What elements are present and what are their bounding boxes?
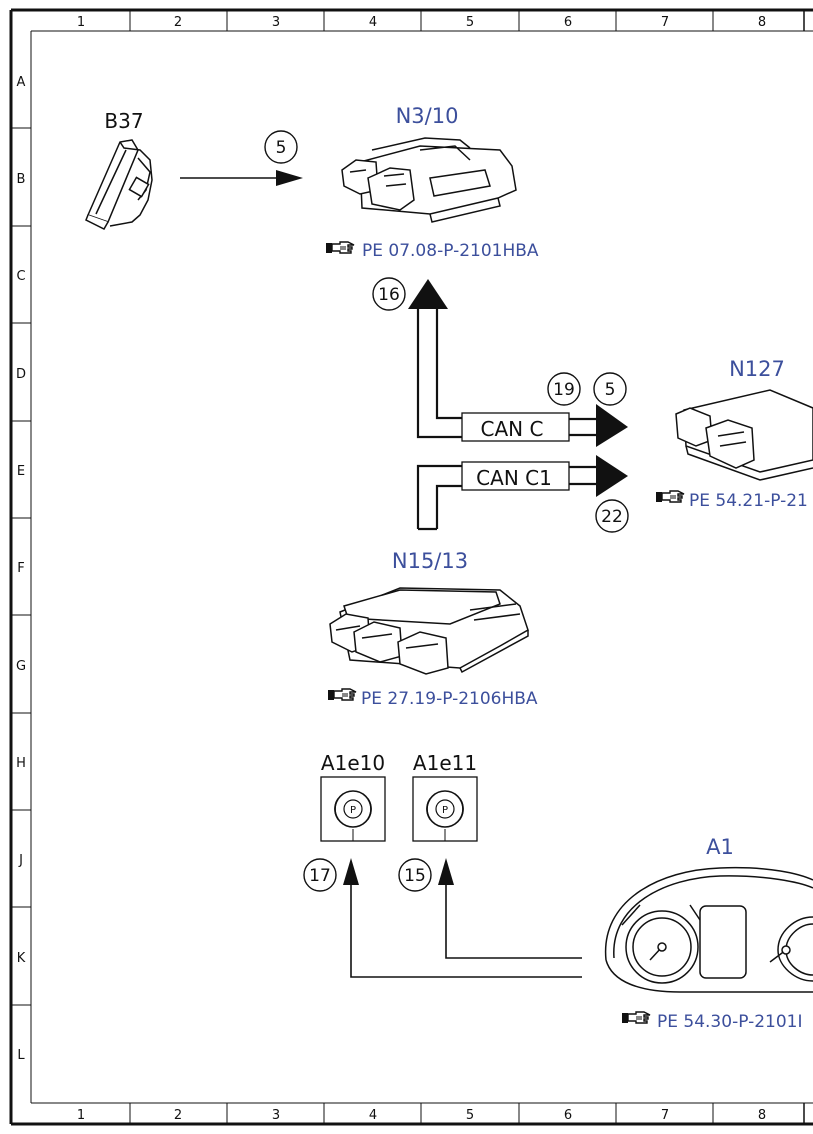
indicator-symbol: P — [350, 805, 356, 816]
column-label: 6 — [564, 15, 572, 30]
column-label: 4 — [369, 15, 377, 30]
column-label: 5 — [466, 15, 474, 30]
pointing-hand-icon — [621, 1011, 651, 1024]
column-label: 8 — [758, 15, 766, 30]
row-labels: A B C D E F G H J K L — [16, 75, 26, 1063]
reference-text: PE 07.08-P-2101HBA — [362, 241, 539, 261]
reference-n15-13[interactable]: PE 27.19-P-2106HBA — [327, 688, 538, 709]
parking-brake-icon: P — [334, 790, 372, 828]
column-label: 1 — [77, 15, 85, 30]
signal-arrow-b37-to-n3-10: 5 — [180, 130, 303, 186]
a1-label: A1 — [706, 835, 734, 859]
drawing-frame — [9, 8, 813, 1126]
control-unit-icon — [675, 389, 813, 481]
b37-label: B37 — [104, 109, 143, 133]
can-c1-label: CAN C1 — [476, 466, 552, 490]
column-labels-bottom: 1 2 3 4 5 6 7 8 — [77, 1108, 766, 1123]
row-label: F — [17, 561, 24, 576]
signal-number: 22 — [601, 507, 623, 527]
column-label: 7 — [661, 1108, 669, 1123]
column-label: 8 — [758, 1108, 766, 1123]
signal-number: 15 — [404, 866, 426, 886]
row-label: B — [17, 172, 26, 187]
a1e10-indicator: A1e10 P — [320, 751, 386, 842]
a1e11-indicator: A1e11 P — [412, 751, 478, 842]
n15-13-control-unit: N15/13 PE 27.19-P-2106HBA — [327, 549, 538, 709]
n15-13-label: N15/13 — [392, 549, 468, 573]
a1e11-label: A1e11 — [413, 751, 477, 775]
a1-instrument-cluster: A1 PE 54.30-P-2101I — [604, 835, 813, 1032]
row-label: L — [17, 1048, 25, 1063]
signal-number: 19 — [553, 380, 575, 400]
row-label: G — [16, 659, 26, 674]
reference-text: PE 27.19-P-2106HBA — [361, 689, 538, 709]
reference-text: PE 54.30-P-2101I — [657, 1012, 803, 1032]
signal-number: 16 — [378, 285, 400, 305]
signal-number: 5 — [605, 380, 616, 400]
n3-10-control-unit: N3/10 PE 07.08-P-2101HBA — [325, 104, 539, 261]
indicator-symbol: P — [442, 805, 448, 816]
a1e10-label: A1e10 — [321, 751, 385, 775]
column-label: 6 — [564, 1108, 572, 1123]
signal-number: 17 — [309, 866, 331, 886]
b37-pedal-sensor: B37 — [85, 109, 153, 230]
column-label: 4 — [369, 1108, 377, 1123]
column-label: 7 — [661, 15, 669, 30]
column-label: 3 — [272, 1108, 280, 1123]
can-bus-connections: 16 CAN C CAN C1 19 5 22 — [372, 277, 629, 533]
column-label: 1 — [77, 1108, 85, 1123]
column-label: 2 — [174, 1108, 182, 1123]
reference-n3-10[interactable]: PE 07.08-P-2101HBA — [325, 241, 539, 261]
parking-brake-icon: P — [426, 790, 464, 828]
pedal-sensor-icon — [85, 139, 153, 230]
signal-number: 5 — [276, 138, 287, 158]
row-label: J — [18, 853, 23, 868]
reference-a1[interactable]: PE 54.30-P-2101I — [621, 1011, 803, 1032]
column-labels-top: 1 2 3 4 5 6 7 8 — [77, 15, 766, 30]
pointing-hand-icon — [325, 241, 355, 254]
reference-n127[interactable]: PE 54.21-P-21 — [655, 490, 808, 511]
instrument-cluster-icon — [604, 866, 813, 993]
column-label: 3 — [272, 15, 280, 30]
row-label: D — [16, 367, 26, 382]
row-label: K — [17, 951, 26, 966]
column-label: 5 — [466, 1108, 474, 1123]
row-label: H — [16, 756, 26, 771]
pointing-hand-icon — [327, 688, 357, 701]
row-label: A — [17, 75, 26, 90]
n127-control-unit: N127 PE 54.21-P-21 — [655, 357, 813, 511]
signal-arrows-a1-to-indicators: 17 15 — [303, 858, 582, 978]
can-c-label: CAN C — [481, 417, 544, 441]
pointing-hand-icon — [655, 490, 685, 503]
row-label: C — [16, 269, 25, 284]
control-unit-icon — [329, 587, 529, 675]
control-unit-icon — [341, 137, 517, 223]
row-label: E — [17, 464, 25, 479]
reference-text: PE 54.21-P-21 — [689, 491, 808, 511]
n3-10-label: N3/10 — [396, 104, 459, 128]
column-label: 2 — [174, 15, 182, 30]
n127-label: N127 — [729, 357, 785, 381]
